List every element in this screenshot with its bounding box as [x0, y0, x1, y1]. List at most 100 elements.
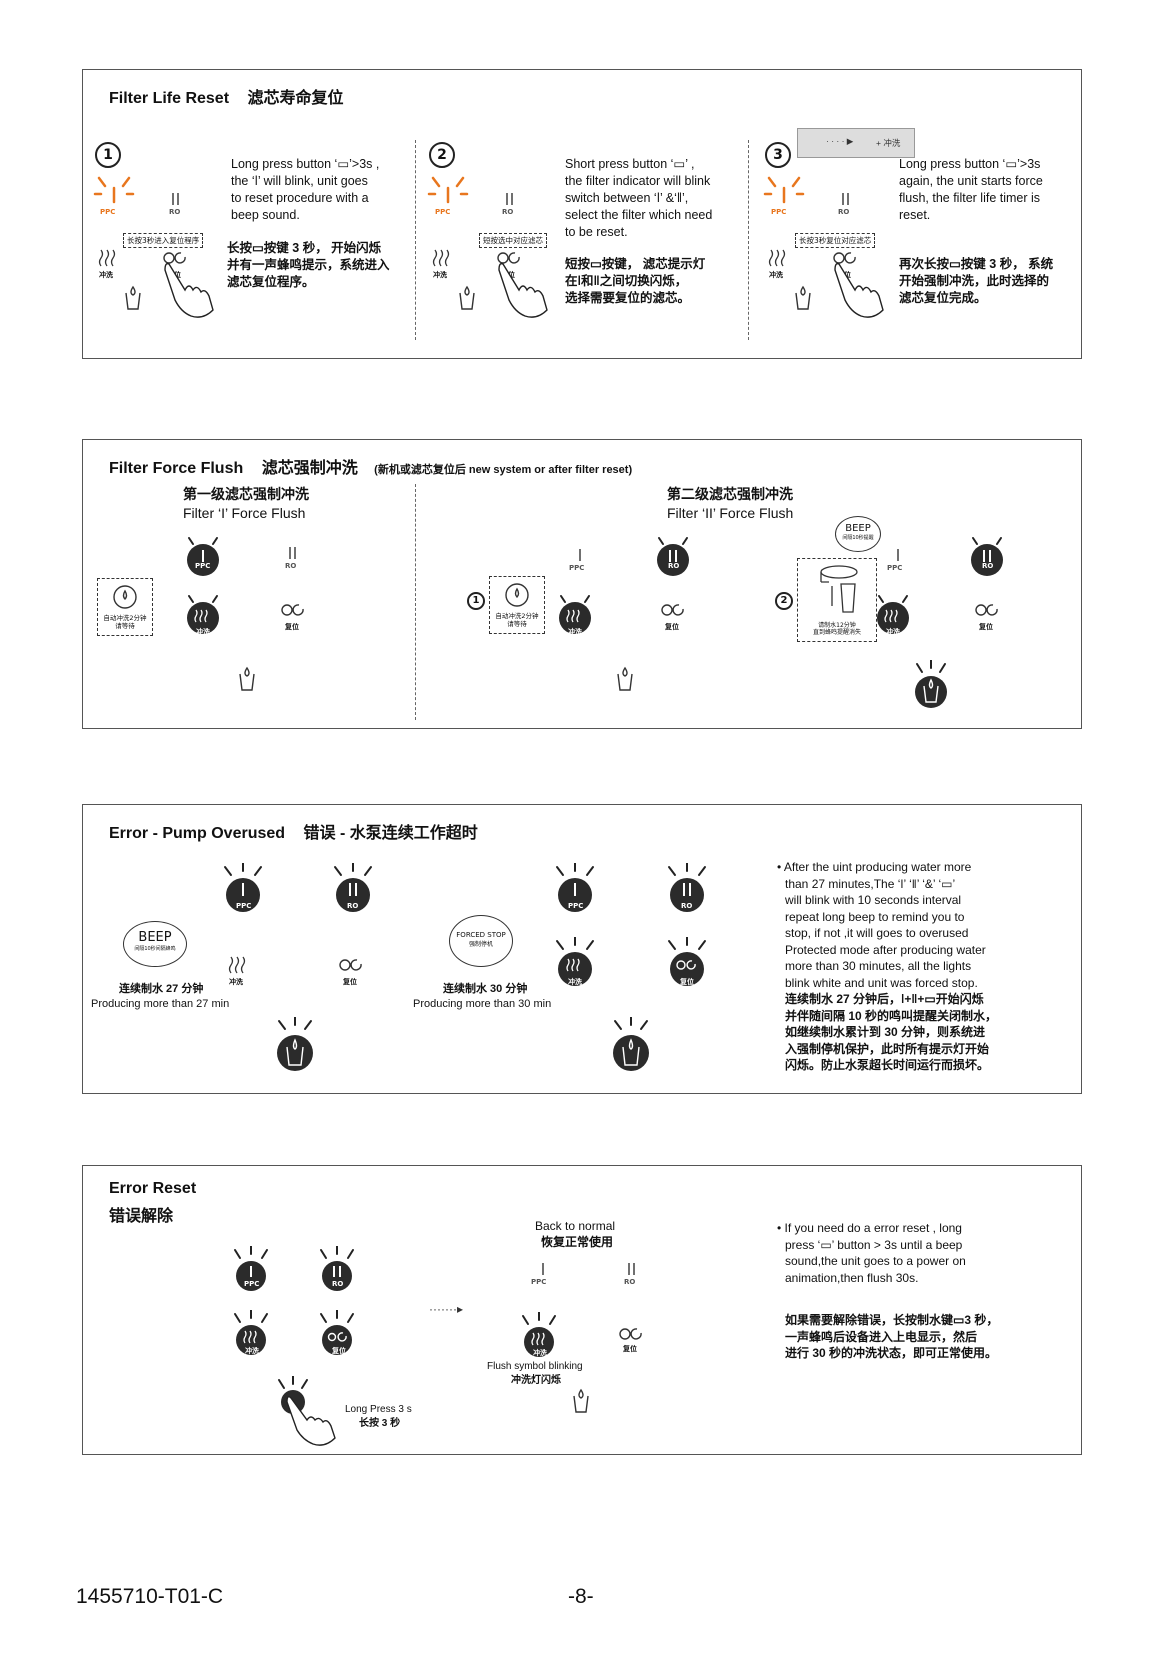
flush-label: 冲洗	[196, 628, 210, 636]
flush-label: 冲洗	[886, 628, 900, 636]
flush-label: 冲洗	[769, 271, 783, 279]
ro-label: RO	[502, 208, 514, 216]
ppc-label: PPC	[195, 562, 211, 570]
ro-label: RO	[668, 562, 680, 570]
flush-icon	[98, 249, 116, 267]
ppc-indicator-lit-icon	[187, 537, 219, 576]
reset-label: 复位	[343, 978, 357, 986]
flush-indicator-lit-icon	[522, 1312, 556, 1357]
step-number-2: 2	[775, 592, 793, 610]
filter-force-flush-panel: Filter Force Flush 滤芯强制冲洗 (新机或滤芯复位后 new …	[82, 439, 1082, 729]
auto-flush-text: 自动冲洗2分钟 请等待	[495, 612, 539, 628]
step-1-cn: 长按▭按键 3 秒， 开始闪烁并有一声蜂鸣提示，系统进入滤芯复位程序。	[227, 241, 390, 289]
divider	[415, 140, 416, 340]
auto-flush-box: 自动冲洗2分钟 请等待	[489, 576, 545, 634]
title-cn: 滤芯强制冲洗	[261, 460, 358, 477]
ppc-label: PPC	[531, 1278, 547, 1286]
reset-label: 复位	[332, 1347, 346, 1355]
step-3-tag: 长按3秒复位对应滤芯	[795, 233, 876, 248]
reset-icon	[619, 1328, 642, 1340]
flush-indicator-lit-icon	[234, 1310, 268, 1355]
step-number-2: 2	[429, 142, 455, 168]
flush-icon	[228, 956, 246, 974]
hand-press-icon	[164, 262, 214, 318]
flush-label: 冲洗	[99, 271, 113, 279]
ro-indicator-icon	[172, 193, 179, 205]
title-en: Filter Force Flush	[109, 460, 244, 477]
flush-label: 冲洗	[568, 628, 582, 636]
ppc-indicator-blinking-icon	[763, 176, 805, 204]
stage-2-title-cn: 第二级滤芯强制冲洗	[667, 486, 793, 502]
flush-indicator-lit-icon	[556, 937, 594, 986]
ppc-label: PPC	[435, 208, 451, 216]
flush-label: 冲洗	[533, 1349, 547, 1357]
ppc-indicator-icon	[542, 1263, 544, 1275]
ro-label: RO	[624, 1278, 636, 1286]
forced-stop-text: FORCED STOP	[456, 931, 506, 939]
forced-stop-subtext: 强制停机	[468, 941, 493, 948]
panel-title: Error Reset 错误解除	[109, 1180, 196, 1226]
filter-life-reset-panel: Filter Life Reset 滤芯寿命复位 1 PPC RO 长按3秒进入…	[82, 69, 1082, 359]
step-2-tag: 短按选中对应滤芯	[479, 233, 547, 248]
ro-indicator-lit-icon	[657, 537, 689, 576]
ro-label: RO	[285, 562, 297, 570]
reset-icon	[163, 252, 186, 264]
mid-duration-cn: 连续制水 30 分钟	[443, 983, 528, 995]
manual-produce-text: 请制水12分钟 直到蜂鸣提醒消失	[812, 622, 861, 636]
title-cn: 滤芯寿命复位	[247, 90, 344, 107]
mid-duration-en: Producing more than 30 min	[413, 998, 552, 1010]
title-en: Error Reset	[109, 1180, 197, 1197]
reset-icon	[833, 252, 856, 264]
flush-label: 冲洗	[433, 271, 447, 279]
flush-icon	[768, 249, 786, 267]
ro-indicator-icon	[289, 547, 296, 559]
step-number-1: 1	[95, 142, 121, 168]
back-to-normal-cn: 恢复正常使用	[541, 1235, 614, 1249]
force-flush-hint-box: + 冲洗 · · · · ▶	[797, 128, 915, 158]
water-cup-icon	[459, 285, 475, 310]
title-note: (新机或滤芯复位后 new system or after filter res…	[374, 464, 633, 476]
left-duration-en: Producing more than 27 min	[91, 998, 230, 1010]
faucet-cup-icon	[820, 565, 858, 613]
water-cup-lit-icon	[915, 660, 947, 708]
reset-label: 复位	[979, 623, 993, 631]
ppc-label: PPC	[568, 902, 584, 910]
title-cn: 错误 - 水泵连续工作超时	[303, 825, 478, 842]
error-reset-panel: Error Reset 错误解除 PPC RO 冲洗 复位 Long Press…	[82, 1165, 1082, 1455]
reset-label: 复位	[665, 623, 679, 631]
step-1-en: Long press button ‘▭’>3s ,the ‘ǀ’ will b…	[231, 157, 380, 222]
document-code: 1455710-T01-C	[76, 1585, 224, 1608]
auto-flush-box: 自动冲洗2分钟 请等待	[97, 578, 153, 636]
arrow-glyph: · · · · ▶	[826, 136, 854, 146]
step-3-cn: 再次长按▭按键 3 秒， 系统开始强制冲洗，此时选择的滤芯复位完成。	[899, 257, 1054, 305]
reset-icon	[975, 604, 998, 616]
ppc-indicator-lit-icon	[234, 1246, 268, 1291]
flush-label: 冲洗	[245, 1347, 259, 1355]
long-press-en: Long Press 3 s	[345, 1404, 412, 1415]
ro-label: RO	[347, 902, 359, 910]
ro-indicator-lit-icon	[334, 863, 372, 912]
water-cup-lit-icon	[277, 1017, 313, 1071]
reset-icon	[497, 252, 520, 264]
stage-2-title-en: Filter ‘II’ Force Flush	[667, 505, 794, 521]
ppc-label: PPC	[244, 1280, 260, 1288]
panel-title: Error - Pump Overused 错误 - 水泵连续工作超时	[109, 819, 478, 843]
flush-blinking-en: Flush symbol blinking	[487, 1361, 583, 1372]
reset-label: 复位	[285, 623, 299, 631]
ro-indicator-lit-icon	[668, 863, 706, 912]
flush-indicator-lit-icon	[187, 595, 219, 634]
water-cup-lit-icon	[613, 1017, 649, 1071]
water-cup-icon	[239, 666, 255, 691]
beep-subtext: 间隔10秒间隔蜂鸣	[134, 946, 176, 952]
step-2-cn: 短按▭按键， 滤芯提示灯在ǀ和ǁ之间切换闪烁，选择需要复位的滤芯。	[565, 257, 706, 305]
ppc-label: PPC	[887, 564, 903, 572]
ppc-label: PPC	[100, 208, 116, 216]
panel-title: Filter Force Flush 滤芯强制冲洗 (新机或滤芯复位后 new …	[109, 454, 632, 478]
ppc-indicator-icon	[579, 549, 581, 561]
ro-label: RO	[332, 1280, 344, 1288]
step-number-3: 3	[765, 142, 791, 168]
step-2-en: Short press button ‘▭’ ,the filter indic…	[565, 157, 713, 239]
ro-label: RO	[838, 208, 850, 216]
back-to-normal-en: Back to normal	[535, 1219, 616, 1233]
